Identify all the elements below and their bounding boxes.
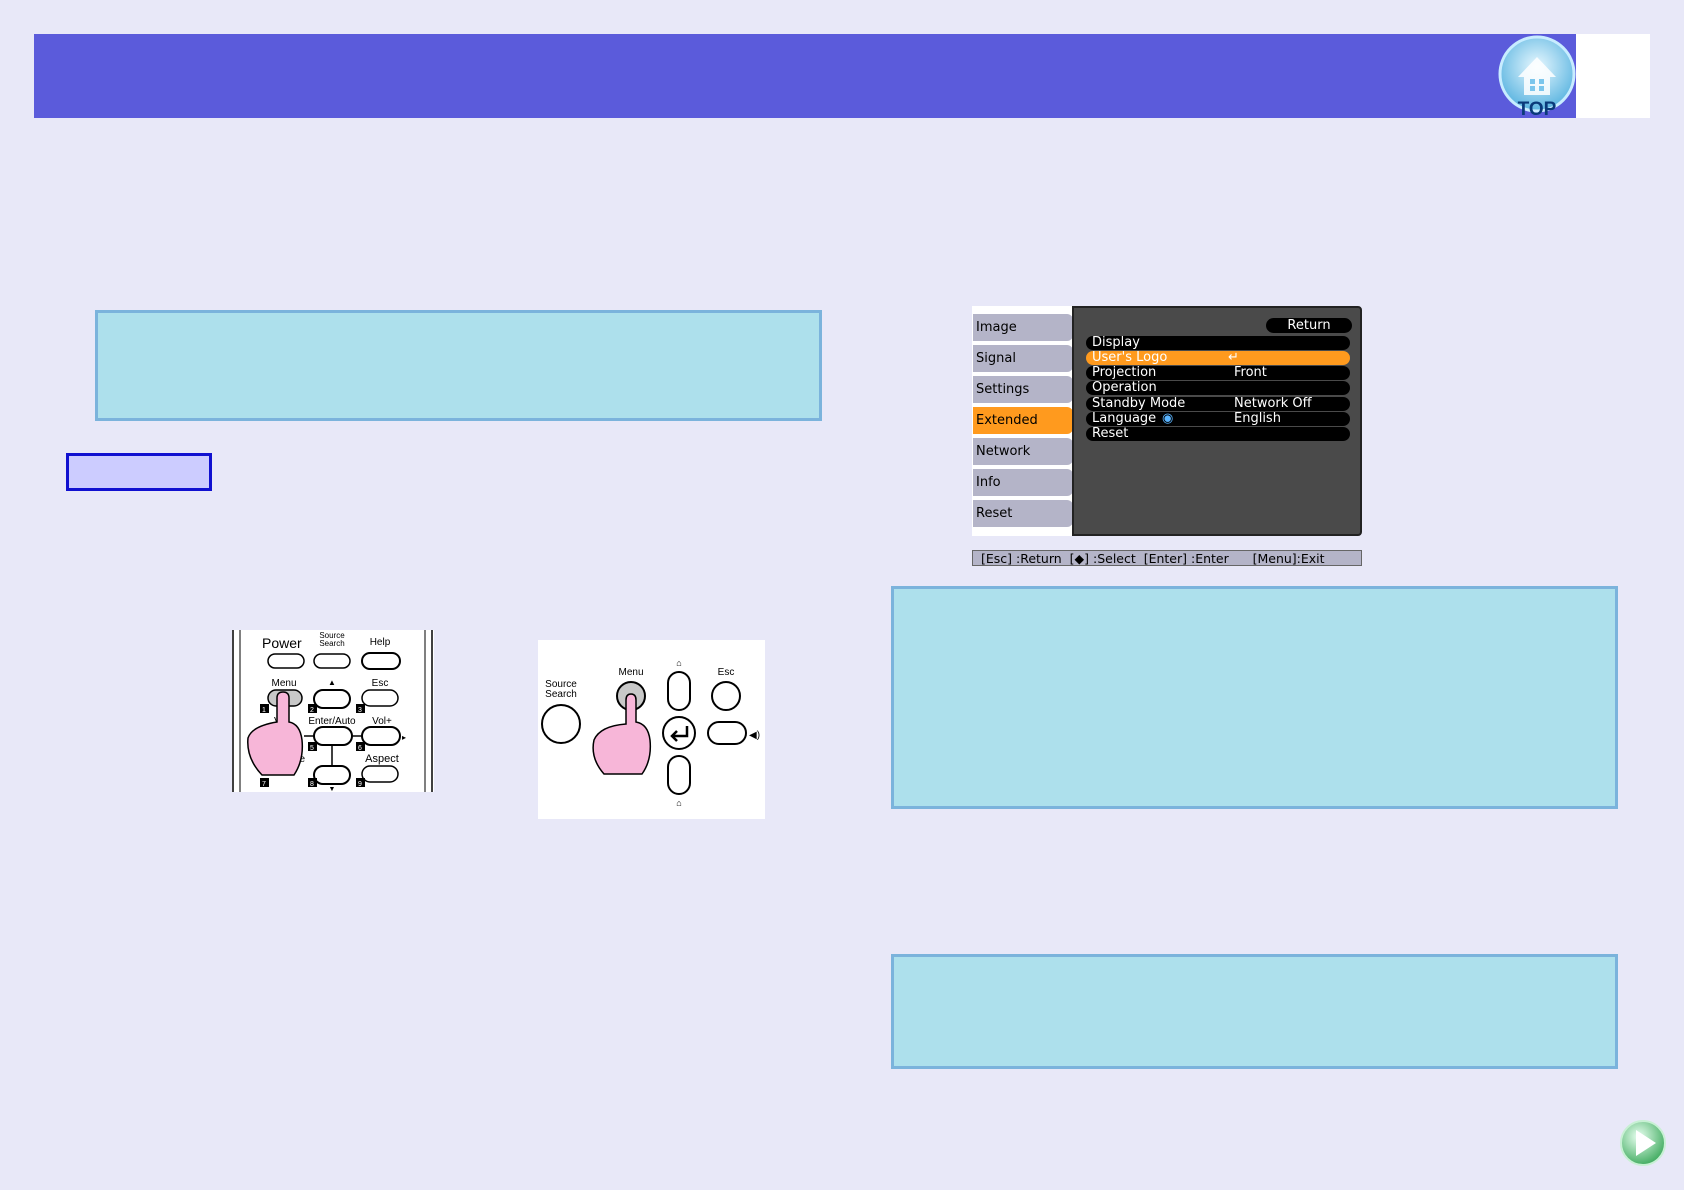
down-button[interactable] <box>313 765 351 785</box>
enter-icon <box>670 726 689 742</box>
vol-plus-label: Vol+ <box>372 716 392 727</box>
panel-finger-icon <box>592 693 652 775</box>
osd-footer-help: [Esc] :Return [◆] :Select [Enter] :Enter… <box>972 550 1362 566</box>
panel-right-button[interactable] <box>707 721 747 745</box>
svg-text:9: 9 <box>358 781 362 788</box>
svg-text:6: 6 <box>358 745 362 752</box>
svg-text:8: 8 <box>310 781 314 788</box>
svg-text:▲: ▲ <box>328 678 336 687</box>
osd-row-label: Operation <box>1092 380 1157 395</box>
esc-button[interactable] <box>361 689 399 707</box>
finger-icon <box>247 691 304 776</box>
osd-row-language[interactable]: Language ◉ English <box>1086 412 1350 426</box>
panel-source-search-label: Source <box>545 679 577 690</box>
panel-esc-button[interactable] <box>711 681 741 711</box>
osd-row-label: Display <box>1092 335 1140 350</box>
osd-row-display[interactable]: Display <box>1086 336 1350 350</box>
osd-menu: Image Signal Settings Extended Network I… <box>972 306 1362 568</box>
svg-text:▼: ▼ <box>329 786 336 792</box>
panel-esc-label: Esc <box>718 667 735 678</box>
volume-icon: ◀) <box>749 730 760 741</box>
note-box-3 <box>891 954 1618 1069</box>
osd-tab-signal[interactable]: Signal <box>973 345 1073 372</box>
aspect-label: Aspect <box>365 753 399 765</box>
panel-menu-label: Menu <box>618 667 643 678</box>
osd-row-value: English <box>1234 411 1281 426</box>
control-panel-figure: Source Search Menu Esc ⌂ ⌂ ◀) <box>538 640 765 819</box>
arrow-right-icon <box>1636 1130 1656 1156</box>
vol-plus-button[interactable] <box>361 726 401 746</box>
svg-text:3: 3 <box>358 707 362 714</box>
source-search-label: Source <box>319 631 345 640</box>
note-box-1 <box>95 310 822 421</box>
osd-row-label: Reset <box>1092 426 1129 441</box>
svg-text:▸: ▸ <box>402 733 406 742</box>
osd-row-operation[interactable]: Operation <box>1086 381 1350 395</box>
osd-row-label: Projection <box>1092 365 1157 380</box>
osd-row-reset[interactable]: Reset <box>1086 427 1350 441</box>
osd-row-label: Standby Mode <box>1092 396 1186 411</box>
power-button[interactable] <box>267 653 305 669</box>
svg-text:2: 2 <box>310 707 314 714</box>
power-label: Power <box>262 635 302 651</box>
panel-up-button[interactable] <box>667 671 691 711</box>
top-label: TOP <box>1518 99 1557 117</box>
osd-tab-settings[interactable]: Settings <box>973 376 1073 403</box>
osd-row-value: Front <box>1234 365 1267 380</box>
panel-enter-button[interactable] <box>662 716 696 750</box>
header-corner <box>1576 34 1650 118</box>
osd-row-value: Network Off <box>1234 396 1312 411</box>
osd-tab-image[interactable]: Image <box>973 314 1073 341</box>
osd-row-label: Language <box>1092 411 1157 426</box>
svg-text:⌂: ⌂ <box>676 798 681 808</box>
osd-tab-reset[interactable]: Reset <box>973 500 1073 527</box>
up-button[interactable] <box>313 689 351 709</box>
note-box-2 <box>891 586 1618 809</box>
osd-return-button[interactable]: Return <box>1266 318 1352 333</box>
osd-row-standby-mode[interactable]: Standby Mode Network Off <box>1086 397 1350 411</box>
top-button[interactable]: TOP <box>1498 35 1576 117</box>
source-search-button[interactable] <box>313 653 351 669</box>
aspect-button[interactable] <box>361 765 399 783</box>
remote-control-figure: Power Source Search Help Menu ▲ Esc 1 2 … <box>232 630 434 793</box>
esc-label: Esc <box>372 678 389 689</box>
enter-icon: ↵ <box>1228 350 1239 365</box>
panel-source-search-button[interactable] <box>541 704 581 744</box>
panel-down-button[interactable] <box>667 755 691 795</box>
svg-text:7: 7 <box>262 781 266 788</box>
osd-row-users-logo[interactable]: User's Logo ↵ <box>1086 351 1350 365</box>
help-label: Help <box>370 637 391 648</box>
svg-text:Search: Search <box>319 639 344 648</box>
globe-icon: ◉ <box>1162 411 1174 426</box>
osd-row-projection[interactable]: Projection Front <box>1086 366 1350 380</box>
help-button[interactable] <box>361 652 401 670</box>
svg-text:5: 5 <box>310 745 314 752</box>
enter-button[interactable] <box>313 726 353 746</box>
home-icon <box>1518 57 1556 95</box>
osd-tab-network[interactable]: Network <box>973 438 1073 465</box>
svg-text:⌂: ⌂ <box>676 658 681 668</box>
next-page-button[interactable] <box>1620 1120 1666 1166</box>
osd-tab-info[interactable]: Info <box>973 469 1073 496</box>
procedure-tab[interactable] <box>66 453 212 491</box>
svg-text:1: 1 <box>262 707 266 714</box>
header-bar <box>34 34 1576 118</box>
osd-tab-extended[interactable]: Extended <box>973 407 1073 434</box>
svg-text:Search: Search <box>545 689 577 700</box>
osd-row-label: User's Logo <box>1092 350 1168 365</box>
enter-auto-label: Enter/Auto <box>308 716 356 727</box>
menu-label: Menu <box>271 678 296 689</box>
